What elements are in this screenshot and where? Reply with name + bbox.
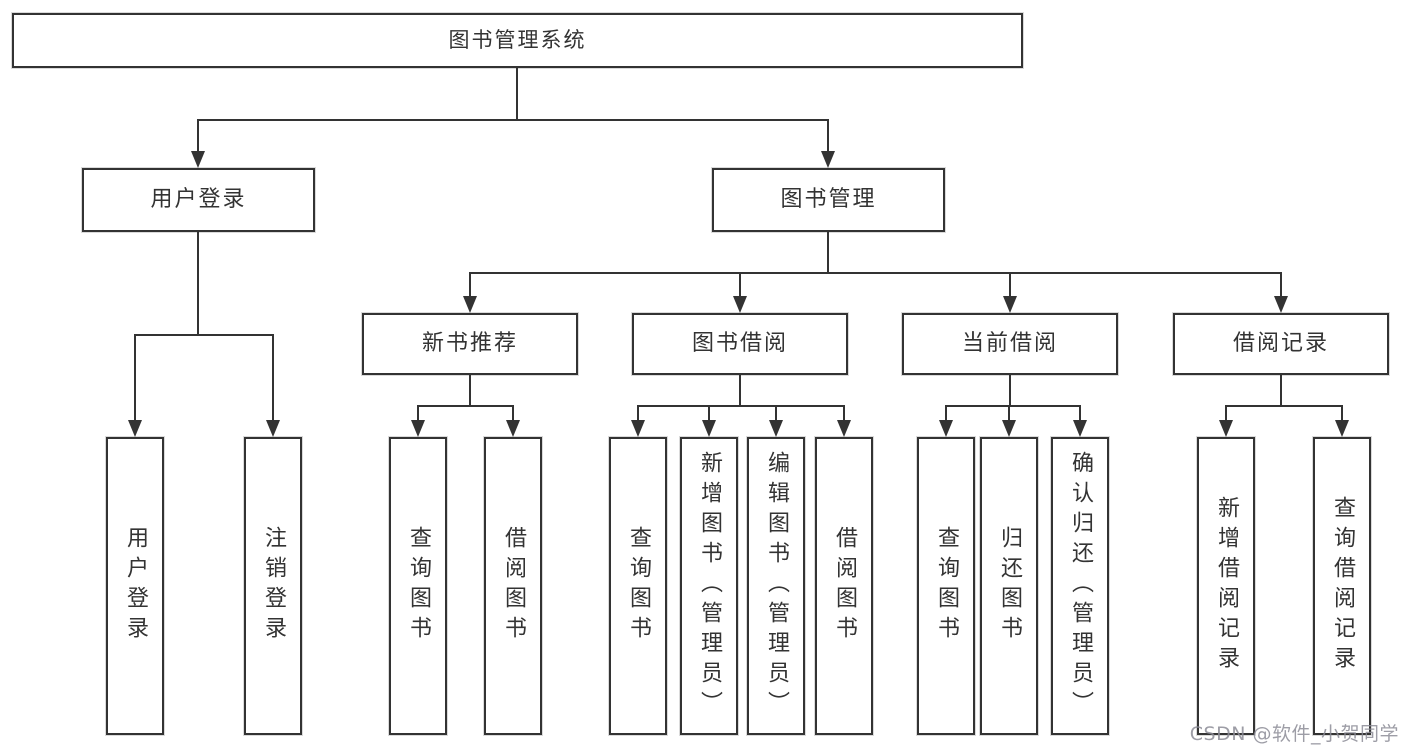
- leaf-query-borrow-record: 查询借阅记录: [1313, 437, 1371, 735]
- node-new-book-recommendation: 新书推荐: [362, 313, 578, 375]
- csdn-watermark: CSDN @软件_小贺同学: [1189, 723, 1399, 745]
- leaf-confirm-return-admin: 确认归还（管理员）: [1051, 437, 1109, 735]
- leaf-query-books-current: 查询图书: [917, 437, 975, 735]
- leaf-add-borrow-record: 新增借阅记录: [1197, 437, 1255, 735]
- leaf-query-books-recommend: 查询图书: [389, 437, 447, 735]
- leaf-return-books: 归还图书: [980, 437, 1038, 735]
- node-book-management: 图书管理: [712, 168, 945, 232]
- node-current-borrowing: 当前借阅: [902, 313, 1118, 375]
- arrowheads: [128, 151, 1349, 437]
- leaf-user-login: 用户登录: [106, 437, 164, 735]
- leaf-borrow-books-borrowing: 借阅图书: [815, 437, 873, 735]
- leaf-query-books-borrowing: 查询图书: [609, 437, 667, 735]
- leaf-add-books-admin: 新增图书（管理员）: [680, 437, 738, 735]
- leaf-borrow-books-recommend: 借阅图书: [484, 437, 542, 735]
- leaf-logout: 注销登录: [244, 437, 302, 735]
- leaf-edit-books-admin: 编辑图书（管理员）: [747, 437, 805, 735]
- node-book-borrowing: 图书借阅: [632, 313, 848, 375]
- node-library-management-system: 图书管理系统: [12, 13, 1023, 68]
- node-user-login: 用户登录: [82, 168, 315, 232]
- node-borrowing-records: 借阅记录: [1173, 313, 1389, 375]
